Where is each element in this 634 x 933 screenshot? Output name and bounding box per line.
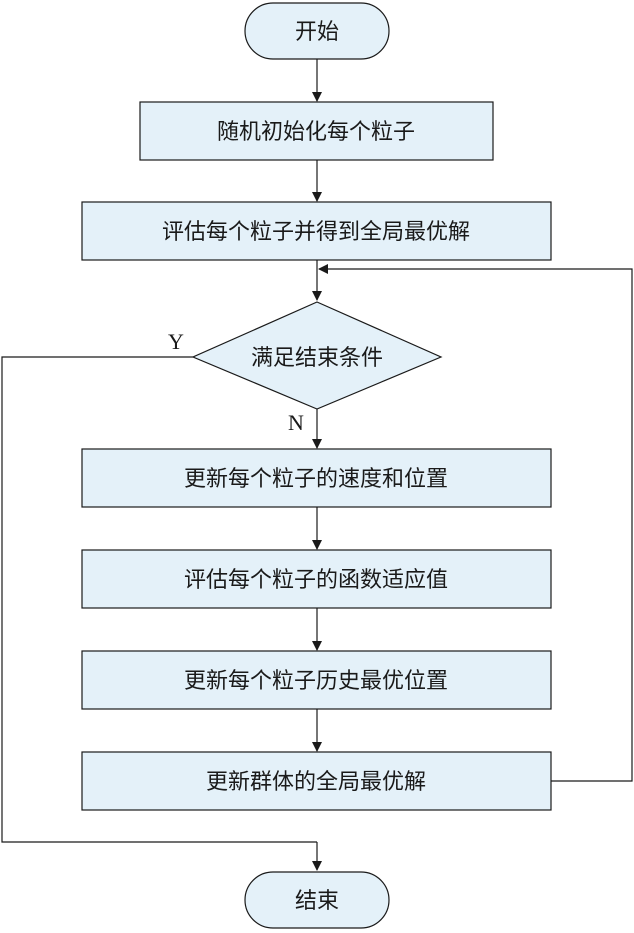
update-gbest-label: 更新群体的全局最优解	[206, 770, 426, 795]
evaluate-global-label: 评估每个粒子并得到全局最优解	[162, 220, 470, 245]
no-label: N	[288, 410, 304, 435]
condition-decision: 满足结束条件	[191, 301, 443, 410]
update-velocity-process: 更新每个粒子的速度和位置	[81, 448, 552, 508]
init-label: 随机初始化每个粒子	[217, 120, 415, 145]
update-velocity-label: 更新每个粒子的速度和位置	[184, 467, 448, 492]
start-node: 开始	[244, 2, 390, 60]
update-pbest-label: 更新每个粒子历史最优位置	[184, 669, 448, 694]
end-node: 结束	[244, 871, 390, 929]
loop-back-arrow	[318, 264, 633, 782]
yes-label: Y	[168, 329, 184, 354]
evaluate-fitness-label: 评估每个粒子的函数适应值	[184, 568, 448, 593]
evaluate-global-process: 评估每个粒子并得到全局最优解	[81, 201, 552, 261]
evaluate-fitness-process: 评估每个粒子的函数适应值	[81, 549, 552, 609]
end-label: 结束	[295, 889, 339, 914]
start-label: 开始	[295, 20, 339, 45]
init-process: 随机初始化每个粒子	[139, 101, 494, 161]
yes-branch-line	[1, 356, 317, 843]
update-gbest-process: 更新群体的全局最优解	[81, 751, 552, 811]
condition-label: 满足结束条件	[251, 346, 383, 371]
update-pbest-process: 更新每个粒子历史最优位置	[81, 650, 552, 710]
